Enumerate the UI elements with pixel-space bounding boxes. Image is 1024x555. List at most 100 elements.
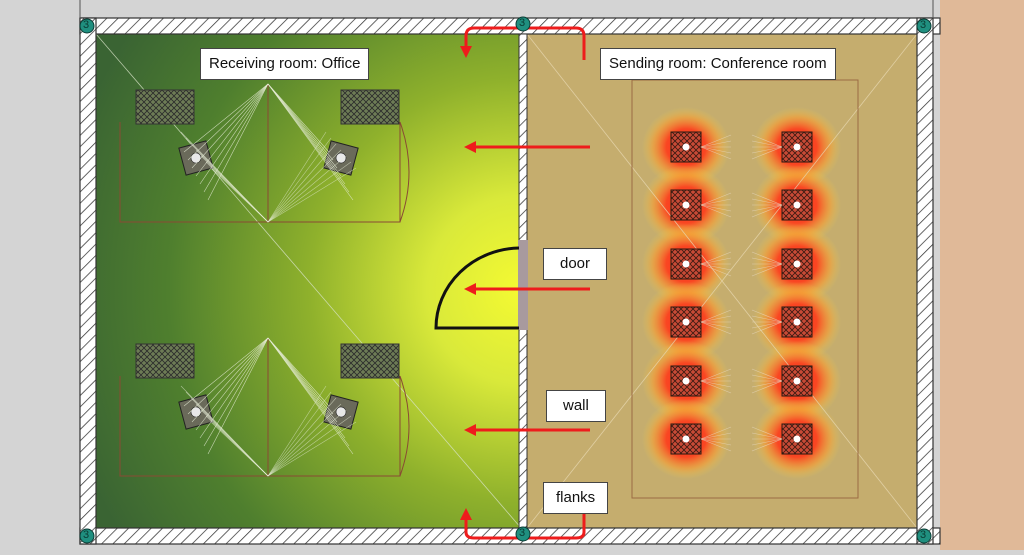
conference-chairs [670,131,813,455]
speaker-dot [793,435,801,443]
ray-line [183,83,269,153]
directivity-line [700,315,732,323]
corner-marker-label: 3 [920,529,927,541]
directivity-line [751,432,783,440]
door-leaf [518,240,528,330]
speaker-dot [682,318,690,326]
ray-line [210,167,269,223]
directivity-line [751,204,783,218]
directivity-line [700,321,732,335]
desk-outline [119,122,401,223]
corner-markers [79,16,932,544]
corner-marker-label: 3 [83,19,90,31]
sending-room-label: Sending room: Conference room [600,48,836,80]
directivity-line [700,257,732,265]
desk-outline [119,376,401,477]
directivity-line [700,263,732,271]
office-chair [323,140,359,176]
receiving-room-label: Receiving room: Office [200,48,370,80]
directivity-line [751,263,783,277]
directivity-line [700,263,732,277]
ray-line [267,403,342,477]
corner-marker-label: 3 [920,19,927,31]
ray-line [267,83,338,169]
ray-line [267,337,334,415]
ray-line [267,155,347,223]
speaker-dot [682,377,690,385]
directivity-line [751,263,783,271]
directivity-line [700,380,732,394]
corner-marker-label: 3 [519,527,526,539]
directivity-line [700,380,732,388]
directivity-line [751,438,783,446]
directivity-line [751,321,783,329]
corner-marker-dot [916,18,932,34]
directivity-line [751,140,783,148]
ray-line [267,143,337,223]
directivity-line [700,438,732,452]
directivity-line [700,204,732,212]
ray-line [267,337,338,423]
cabinet [340,343,400,379]
speaker-dot [682,435,690,443]
directivity-line [751,368,783,382]
directivity-line [700,321,732,329]
ray-line [207,83,269,201]
ray-line [187,337,269,415]
corner-marker-dot [515,16,531,32]
directivity-line [751,134,783,148]
door-swing [434,246,520,330]
ray-line [207,337,269,455]
ray-line [267,149,342,223]
corner-marker-label: 3 [519,17,526,29]
speaker-dot [793,260,801,268]
ray-line [267,337,330,407]
ray-line [210,421,269,477]
speaker-dot [793,143,801,151]
ray-line [267,409,347,477]
directivity-line [751,309,783,323]
ray-line [187,83,269,161]
directivity-line [700,374,732,382]
directivity-line [700,134,732,148]
corner-marker-dot [79,18,95,34]
ray-line [267,161,352,223]
directivity-line [751,204,783,212]
directivity-line [751,198,783,206]
door-label: door [543,248,608,280]
directivity-line [751,380,783,394]
directivity-line [700,146,732,154]
corner-marker-label: 3 [83,529,90,541]
ray-line [267,337,354,455]
corner-marker-dot [79,528,95,544]
directivity-line [751,321,783,335]
speaker-dot [682,260,690,268]
speaker-dot [793,318,801,326]
corner-marker-dot [515,526,531,542]
directivity-line [751,426,783,440]
ray-line [191,83,269,169]
directivity-line [751,257,783,265]
desk-curve [399,375,410,477]
directivity-line [751,438,783,452]
directivity-line [700,426,732,440]
ray-line [267,397,337,477]
directivity-line [751,315,783,323]
speaker-dot [793,201,801,209]
directivity-line [700,140,732,148]
directivity-line [700,368,732,382]
ray-line [267,415,352,477]
cabinet [135,89,195,125]
conference-table [631,79,859,499]
office-chair [323,394,359,430]
ray-line [267,83,334,161]
directivity-line [700,204,732,218]
directivity-line [751,146,783,154]
directivity-line [751,192,783,206]
cabinet [135,343,195,379]
flanks-label: flanks [543,482,609,514]
directivity-line [700,146,732,160]
directivity-line [751,380,783,388]
